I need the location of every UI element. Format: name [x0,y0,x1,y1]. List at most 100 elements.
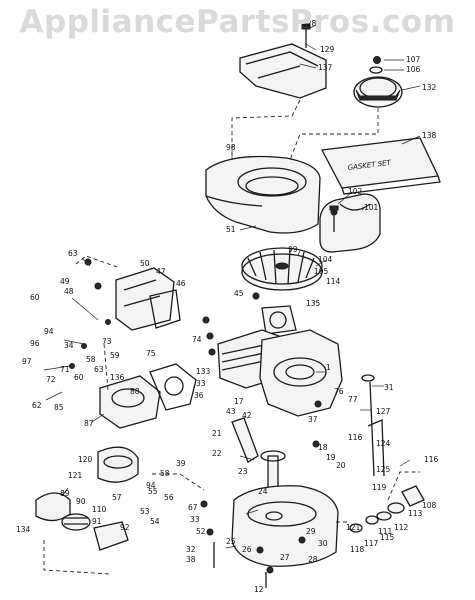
callout-leader-lines [43,23,421,549]
callout-118: 118 [350,545,365,554]
callout-97: 97 [22,357,32,366]
callout-124: 124 [376,439,391,448]
callout-137: 137 [318,63,333,72]
bolt-129 [301,23,311,48]
callout-45: 45 [234,289,244,298]
callout-23: 23 [238,467,248,476]
callout-67: 67 [188,503,198,512]
callout-19: 19 [326,453,336,462]
callout-121: 121 [68,471,83,480]
callout-87: 87 [84,419,94,428]
callout-39: 39 [176,459,186,468]
callout-12: 12 [254,585,264,594]
callout-129: 129 [320,45,335,54]
callout-25: 25 [226,537,236,546]
crankcase-block [259,329,343,417]
air-cleaner-cover [97,446,139,483]
callout-31: 31 [384,383,394,392]
callout-58: 58 [86,355,96,364]
callout-46: 46 [176,279,186,288]
callout-49: 49 [60,277,70,286]
callout-102: 102 [348,187,363,196]
callout-53: 53 [140,507,150,516]
callout-89: 89 [60,489,70,498]
callout-52: 52 [196,527,206,536]
engine-base-sump [231,485,339,567]
crankshaft [231,417,286,513]
callout-76: 76 [334,387,344,396]
bolt-102 [329,205,339,232]
callout-50: 50 [140,259,150,268]
callout-98: 98 [226,143,236,152]
callout-112: 112 [394,523,409,532]
callout-113: 113 [408,509,423,518]
callout-73: 73 [102,337,112,346]
callout-91: 91 [92,517,102,526]
callout-115: 115 [380,533,395,542]
callout-94-lower: 94 [146,481,156,490]
nut-107 [373,56,381,64]
callout-30: 30 [318,539,328,548]
callout-88: 88 [130,387,140,396]
callout-59: 59 [110,351,120,360]
callout-74: 74 [192,335,202,344]
callout-24: 24 [258,487,268,496]
callout-138: 138 [422,131,437,140]
callout-75: 75 [146,349,156,358]
callout-1: 1 [326,363,331,372]
callout-33-lower: 33 [190,515,200,524]
starter-pulley [353,76,403,108]
callout-85: 85 [54,403,64,412]
callout-47: 47 [156,267,166,276]
dipstick-tube [361,374,385,477]
ignition-coil [261,305,297,335]
callout-27: 27 [280,553,290,562]
drive-shaft-parts [349,485,425,533]
callout-32: 32 [186,545,196,554]
air-cleaner-base-92 [93,521,129,551]
callout-63-lower: 63 [94,365,104,374]
callout-90: 90 [76,497,86,506]
callout-26: 26 [242,545,252,554]
callout-22: 22 [212,449,222,458]
callout-58-lower: 58 [160,469,170,478]
callout-72: 72 [46,375,56,384]
air-filter-housing [99,375,161,429]
callout-28: 28 [308,555,318,564]
callout-127: 127 [376,407,391,416]
small-fasteners [69,258,322,588]
gasket-46 [149,289,181,329]
callout-117: 117 [364,539,379,548]
air-filter-element [35,492,71,522]
callout-33: 33 [196,379,206,388]
callout-121-right: 121 [346,523,361,532]
callout-36: 36 [194,391,204,400]
callout-99: 99 [288,245,298,254]
callout-110: 110 [92,505,107,514]
starter-cover [239,43,327,99]
callout-135: 135 [306,299,321,308]
callout-37: 37 [308,415,318,424]
callout-21: 21 [212,429,222,438]
callout-60: 60 [30,293,40,302]
carburetor-housing [115,267,175,331]
watermark-logo-text: AppliancePartsPros.com [19,4,456,40]
callout-18: 18 [318,443,328,452]
callout-34: 34 [64,341,74,350]
blower-housing [205,155,321,234]
callout-62: 62 [32,401,42,410]
callout-105: 105 [314,267,329,276]
control-bracket [149,363,197,411]
callout-108: 108 [422,501,437,510]
callout-111: 111 [378,527,393,536]
callout-42: 42 [242,411,252,420]
callout-116: 116 [424,455,439,464]
callout-116-upper: 116 [348,433,363,442]
washer-106 [369,66,383,74]
callout-63: 63 [68,249,78,258]
callout-29: 29 [306,527,316,536]
callout-133: 133 [196,367,211,376]
callout-128: 128 [302,19,317,28]
callout-54: 54 [150,517,160,526]
